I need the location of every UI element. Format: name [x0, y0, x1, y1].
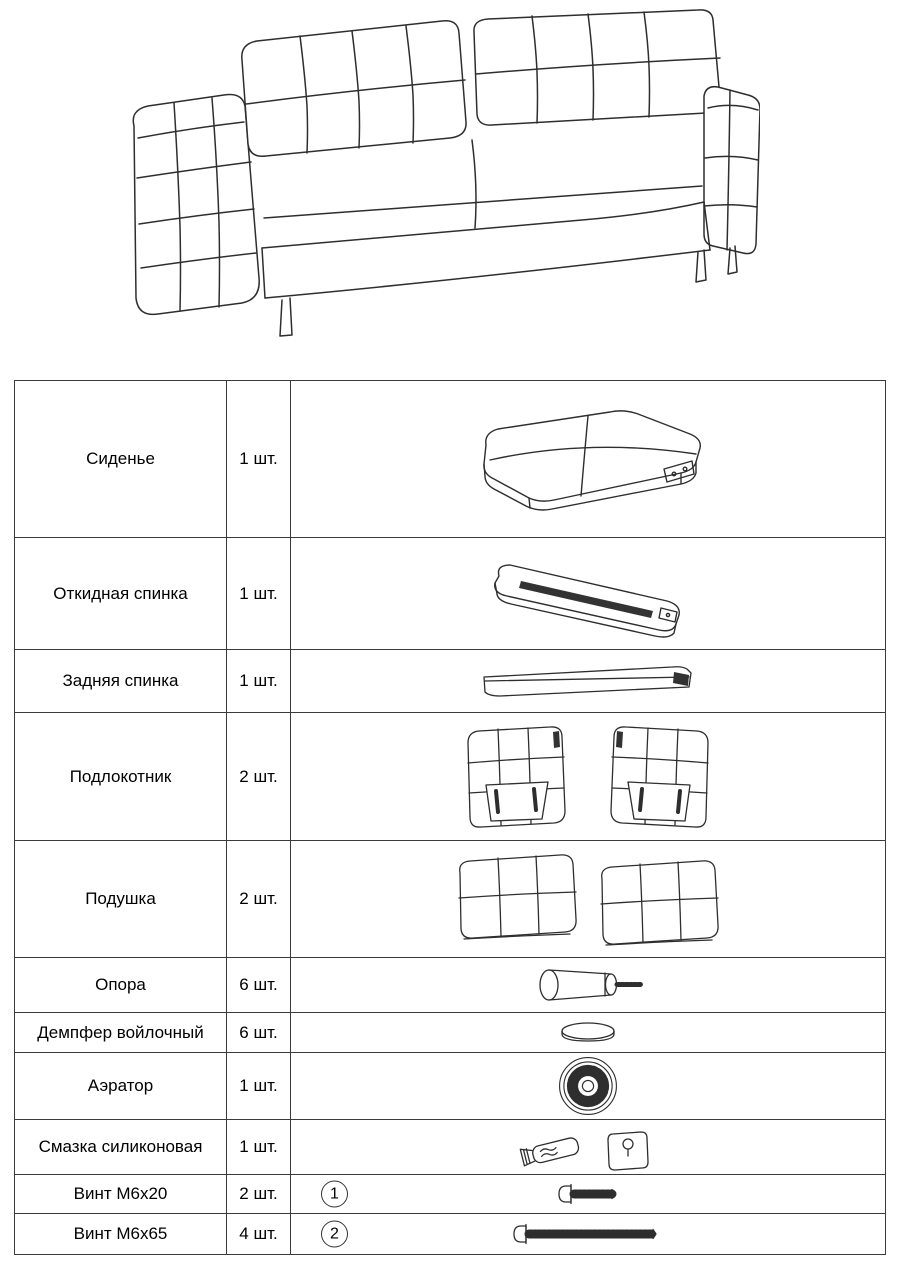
part-name-label: Подушка: [15, 841, 227, 957]
part-row-seat: Сиденье 1 шт.: [15, 381, 885, 537]
part-qty-label: 1 шт.: [227, 1053, 291, 1119]
part-row-aerator: Аэратор 1 шт.: [15, 1052, 885, 1119]
folding-backrest-illustration: [291, 538, 885, 649]
part-qty-label: 2 шт.: [227, 841, 291, 957]
part-name-label: Опора: [15, 958, 227, 1012]
part-name-label: Смазка силиконовая: [15, 1120, 227, 1174]
part-qty-label: 1 шт.: [227, 1120, 291, 1174]
part-name-label: Откидная спинка: [15, 538, 227, 649]
part-qty-label: 4 шт.: [227, 1214, 291, 1254]
part-qty-label: 6 шт.: [227, 958, 291, 1012]
part-name-label: Подлокотник: [15, 713, 227, 840]
part-row-support: Опора 6 шт.: [15, 957, 885, 1012]
part-name-label: Винт М6х20: [15, 1175, 227, 1213]
sofa-drawing: [132, 9, 760, 337]
part-row-screw-m6x20: Винт М6х20 2 шт. 1: [15, 1174, 885, 1213]
screw-m6x65-illustration: 2: [291, 1214, 885, 1254]
leg-illustration: [291, 958, 885, 1012]
part-qty-label: 6 шт.: [227, 1013, 291, 1052]
parts-table: Сиденье 1 шт. Откидная спинка 1 шт.: [14, 380, 886, 1255]
part-qty-label: 1 шт.: [227, 538, 291, 649]
part-row-silicone-grease: Смазка силиконовая 1 шт.: [15, 1119, 885, 1174]
part-name-label: Аэратор: [15, 1053, 227, 1119]
sofa-illustration: [112, 6, 760, 351]
part-name-label: Сиденье: [15, 381, 227, 537]
part-qty-label: 1 шт.: [227, 381, 291, 537]
screw-m6x20-illustration: 1: [291, 1175, 885, 1213]
part-row-folding-backrest: Откидная спинка 1 шт.: [15, 537, 885, 649]
part-row-rear-back: Задняя спинка 1 шт.: [15, 649, 885, 712]
rear-back-illustration: [291, 650, 885, 712]
part-name-label: Демпфер войлочный: [15, 1013, 227, 1052]
part-row-screw-m6x65: Винт М6х65 4 шт. 2: [15, 1213, 885, 1254]
aerator-illustration: [291, 1053, 885, 1119]
part-name-label: Задняя спинка: [15, 650, 227, 712]
silicone-grease-illustration: [291, 1120, 885, 1174]
screw1-marker: 1: [321, 1180, 348, 1208]
part-qty-label: 1 шт.: [227, 650, 291, 712]
seat-illustration: [291, 381, 885, 537]
felt-damper-illustration: [291, 1013, 885, 1052]
part-name-label: Винт М6х65: [15, 1214, 227, 1254]
part-qty-label: 2 шт.: [227, 1175, 291, 1213]
part-row-armrest: Подлокотник 2 шт.: [15, 712, 885, 840]
part-qty-label: 2 шт.: [227, 713, 291, 840]
part-row-felt-damper: Демпфер войлочный 6 шт.: [15, 1012, 885, 1052]
screw2-marker: 2: [321, 1220, 348, 1248]
cushion-illustration: [291, 841, 885, 957]
armrest-illustration: [291, 713, 885, 840]
part-row-cushion: Подушка 2 шт.: [15, 840, 885, 957]
